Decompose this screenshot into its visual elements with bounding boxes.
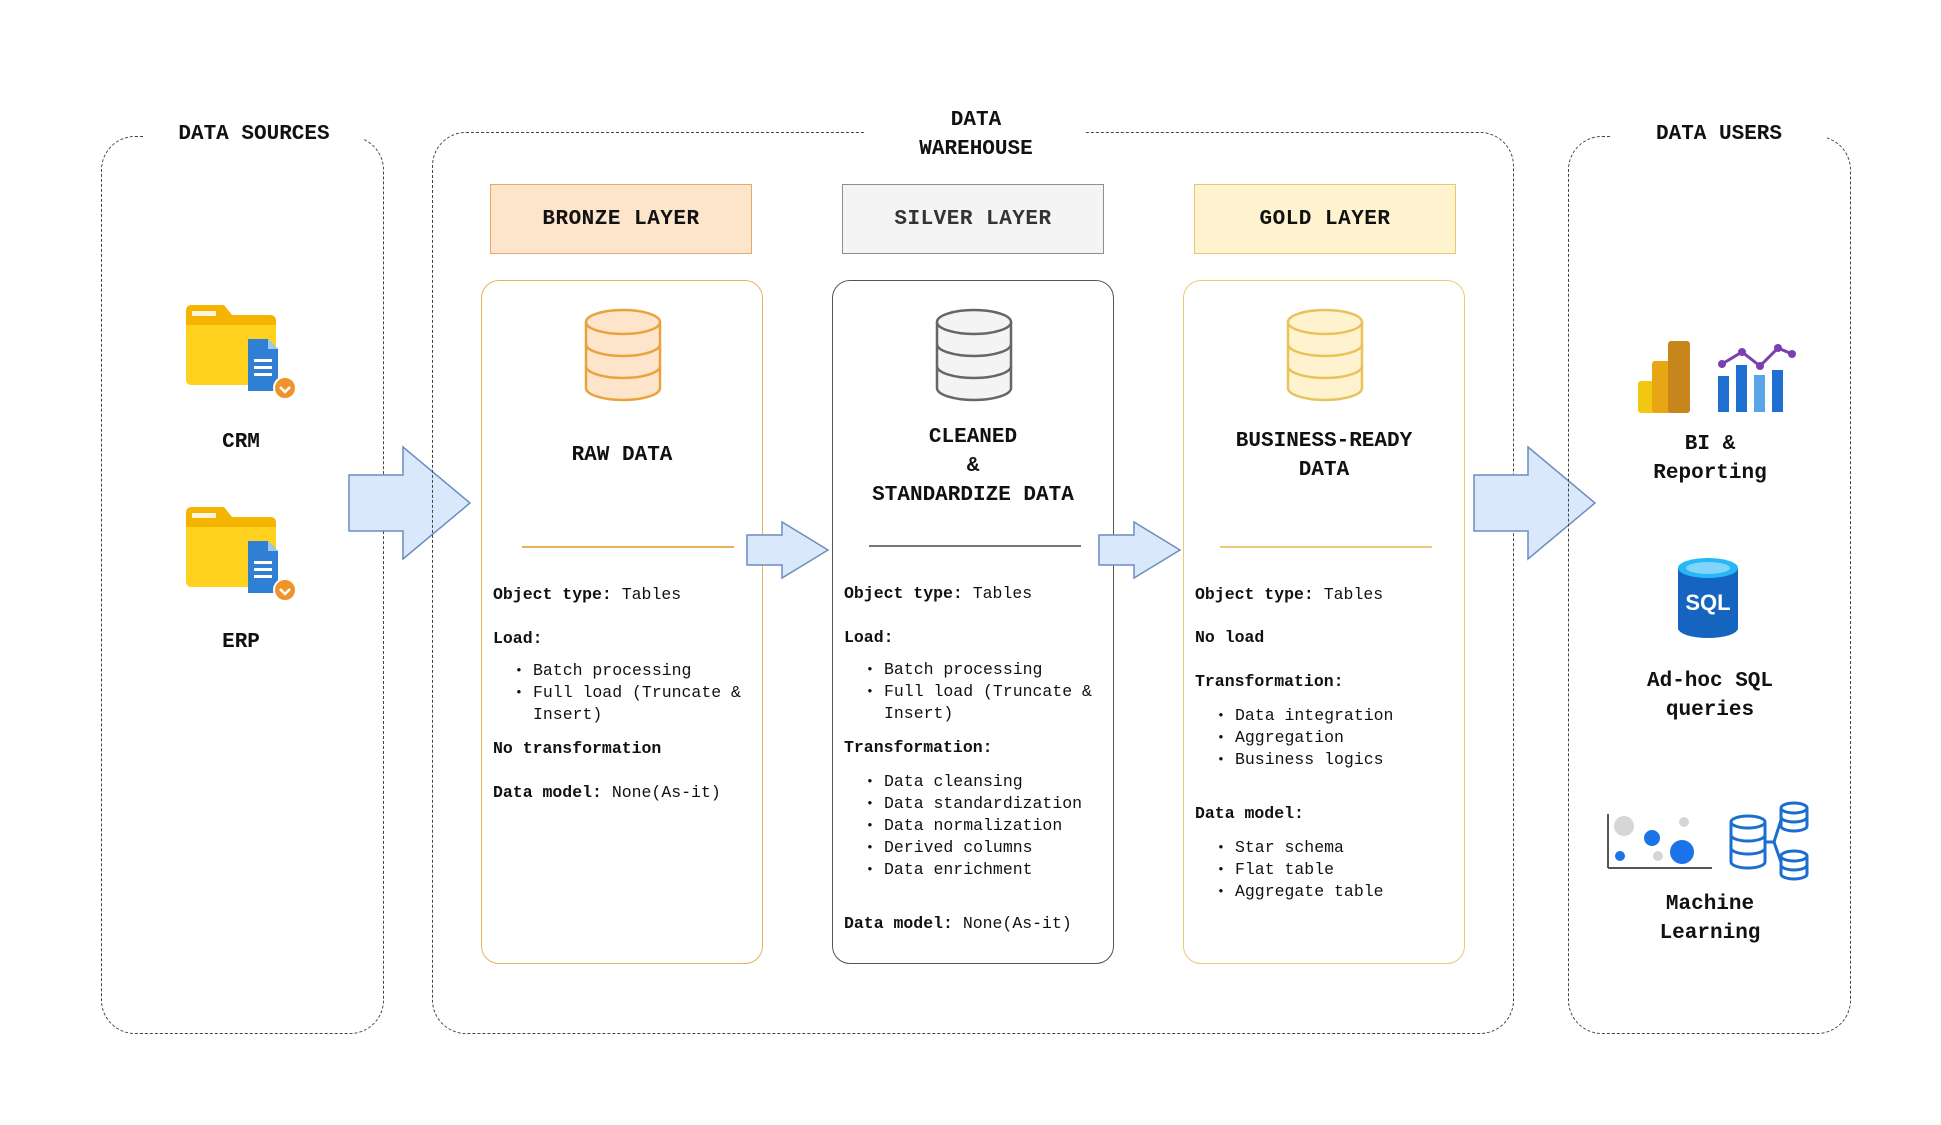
bronze-object-type-value: Tables xyxy=(621,585,682,604)
user-label-bi-reporting: BI & Reporting xyxy=(1653,433,1767,485)
gold-layer-card: BUSINESS-READY DATA Object type: Tables … xyxy=(1183,280,1465,964)
list-item: Data integration xyxy=(1217,705,1467,727)
source-label-erp: ERP xyxy=(222,631,260,654)
source-label-crm: CRM xyxy=(222,431,260,454)
silver-title: CLEANED & STANDARDIZE DATA xyxy=(872,426,1074,507)
silver-database-icon xyxy=(935,308,1013,402)
flow-arrow-silver-to-gold xyxy=(1098,520,1182,580)
list-item: Aggregation xyxy=(1217,727,1467,749)
gold-divider xyxy=(1220,546,1432,548)
list-item: Business logics xyxy=(1217,749,1467,771)
gold-load-label: No load xyxy=(1195,628,1265,647)
list-item: Data standardization xyxy=(866,793,1126,815)
list-item: Full load (Truncate & Insert) xyxy=(515,682,765,726)
flow-arrow-bronze-to-silver xyxy=(746,520,830,580)
bronze-layer-header: BRONZE LAYER xyxy=(490,184,752,254)
gold-data-model-list: Star schema Flat table Aggregate table xyxy=(1195,837,1467,903)
bronze-transformation-label: No transformation xyxy=(493,739,662,758)
silver-transformation-list: Data cleansing Data standardization Data… xyxy=(844,771,1126,881)
user-label-adhoc-sql: Ad-hoc SQL queries xyxy=(1646,670,1774,722)
user-label-machine-learning: Machine Learning xyxy=(1659,893,1761,945)
list-item: Batch processing xyxy=(515,660,765,682)
silver-load-list: Batch processing Full load (Truncate & I… xyxy=(844,659,1116,725)
gold-transformation-list: Data integration Aggregation Business lo… xyxy=(1195,705,1467,771)
bronze-load-list: Batch processing Full load (Truncate & I… xyxy=(493,660,765,726)
list-item: Batch processing xyxy=(866,659,1116,681)
flow-arrow-sources-to-bronze xyxy=(348,445,472,561)
data-sources-title: DATA SOURCES xyxy=(144,120,364,149)
gold-object-type-value: Tables xyxy=(1323,585,1384,604)
list-item: Data enrichment xyxy=(866,859,1126,881)
list-item: Data cleansing xyxy=(866,771,1126,793)
scatter-plot-icon xyxy=(1607,814,1712,869)
silver-layer-card: CLEANED & STANDARDIZE DATA Object type: … xyxy=(832,280,1114,964)
silver-load-label: Load: xyxy=(844,628,894,647)
silver-transformation-label: Transformation: xyxy=(844,738,993,757)
gold-transformation-label: Transformation: xyxy=(1195,672,1344,691)
gold-title: BUSINESS-READY DATA xyxy=(1235,430,1413,482)
sql-icon-text: SQL xyxy=(1685,590,1730,615)
silver-object-type-label: Object type: xyxy=(844,584,963,603)
bronze-data-model-label: Data model: xyxy=(493,783,602,802)
list-item: Aggregate table xyxy=(1217,881,1467,903)
flow-arrow-gold-to-users xyxy=(1473,445,1597,561)
bronze-object-type-label: Object type: xyxy=(493,585,612,604)
list-item: Flat table xyxy=(1217,859,1467,881)
sql-database-icon: SQL xyxy=(1678,558,1738,638)
bi-reporting-chart-icon xyxy=(1718,344,1796,412)
silver-object-type-value: Tables xyxy=(972,584,1033,603)
silver-data-model-value: None(As-it) xyxy=(962,914,1072,933)
silver-data-model-label: Data model: xyxy=(844,914,953,933)
crm-folder-document-icon xyxy=(186,305,297,400)
gold-data-model-label: Data model: xyxy=(1195,804,1304,823)
list-item: Derived columns xyxy=(866,837,1126,859)
bronze-title: RAW DATA xyxy=(571,444,673,467)
gold-layer-header: GOLD LAYER xyxy=(1194,184,1456,254)
bronze-layer-card: RAW DATA Object type: Tables Load: Batch… xyxy=(481,280,763,964)
list-item: Star schema xyxy=(1217,837,1467,859)
gold-database-icon xyxy=(1286,308,1364,402)
power-bi-icon xyxy=(1638,341,1690,413)
bronze-database-icon xyxy=(584,308,662,402)
silver-divider xyxy=(869,545,1081,547)
gold-object-type-label: Object type: xyxy=(1195,585,1314,604)
bronze-divider xyxy=(522,546,734,548)
silver-layer-header: SILVER LAYER xyxy=(842,184,1104,254)
data-users-title: DATA USERS xyxy=(1611,120,1827,149)
data-warehouse-title: DATA WAREHOUSE xyxy=(866,106,1086,164)
bronze-data-model-value: None(As-it) xyxy=(611,783,721,802)
list-item: Full load (Truncate & Insert) xyxy=(866,681,1116,725)
database-network-icon xyxy=(1729,801,1809,881)
bronze-load-label: Load: xyxy=(493,629,543,648)
list-item: Data normalization xyxy=(866,815,1126,837)
erp-folder-document-icon xyxy=(186,507,297,602)
